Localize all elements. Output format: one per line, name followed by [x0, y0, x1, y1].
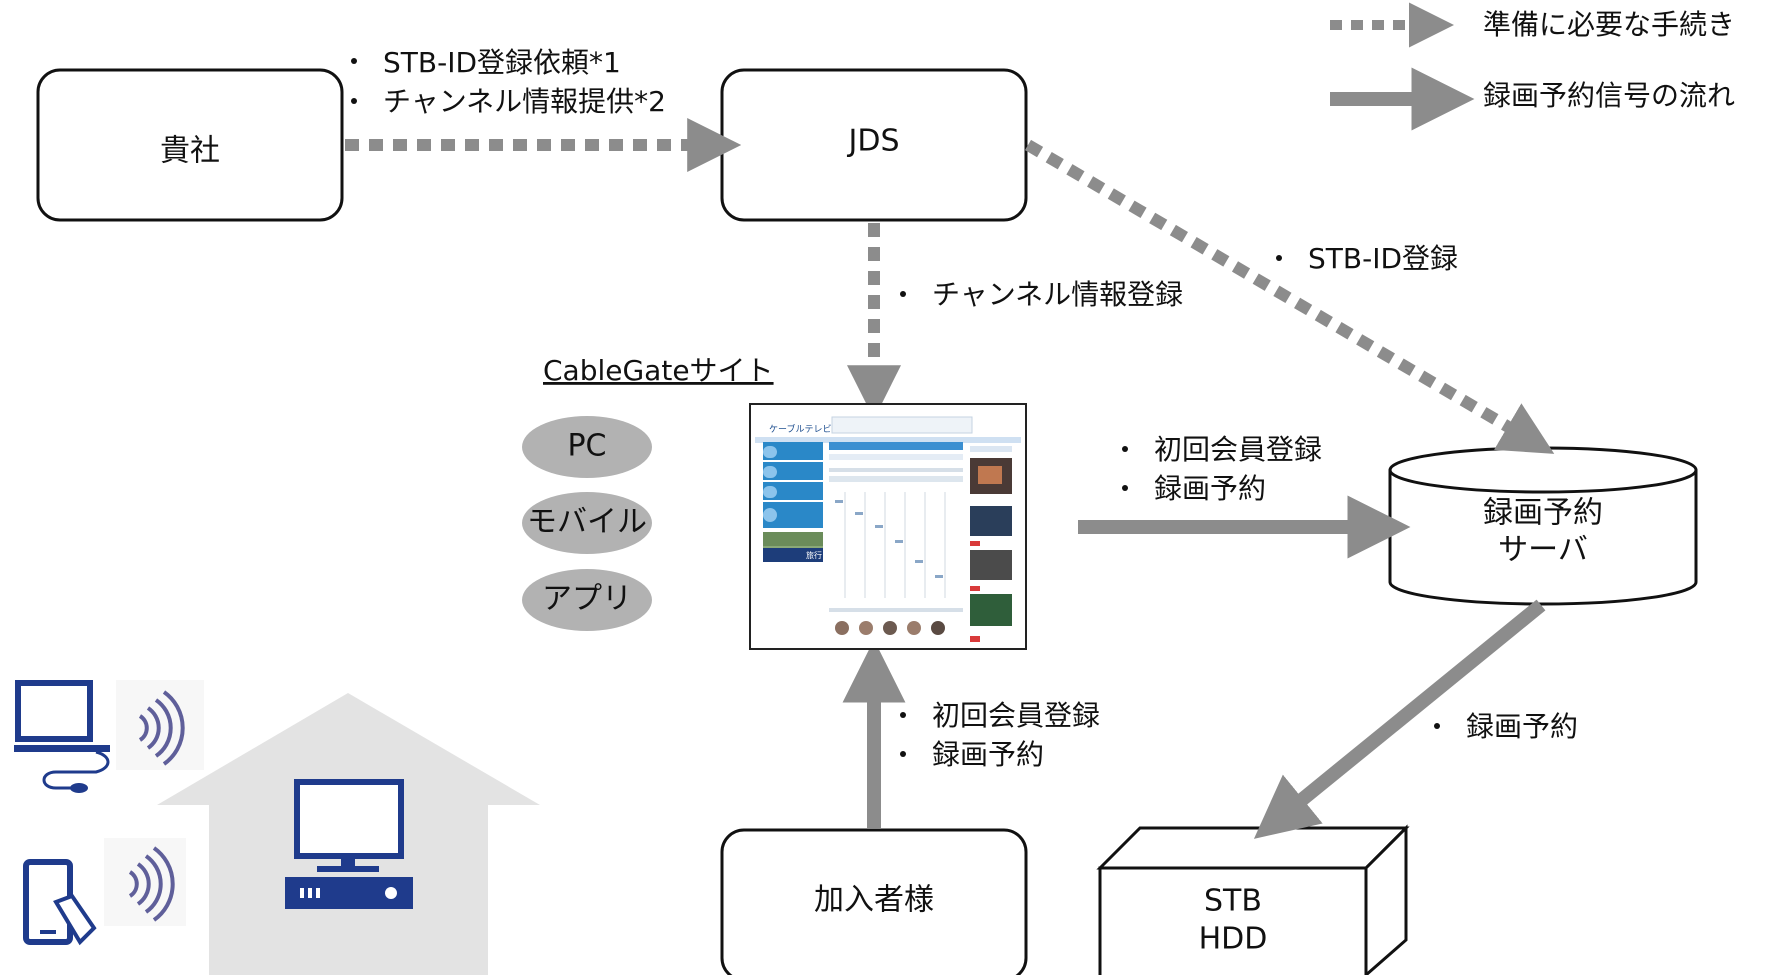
stb-label-line1: STB	[1204, 884, 1262, 919]
label-channel-info-provide: チャンネル情報提供*2	[383, 85, 666, 118]
device-pill-app-label: アプリ	[542, 582, 632, 617]
company-jds-labels: STB-ID登録依頼*1 チャンネル情報提供*2	[351, 46, 666, 118]
server-label-line1: 録画予約	[1483, 496, 1603, 531]
legend-prep-label: 準備に必要な手続き	[1483, 8, 1735, 41]
subscriber-label: 加入者様	[814, 883, 934, 918]
screenshot-logo-text: ケーブルテレビ	[769, 423, 831, 435]
home-illustration	[14, 680, 540, 975]
jds-label: JDS	[847, 124, 900, 159]
label-sub-reservation: 録画予約	[932, 738, 1044, 771]
monitor-icon	[14, 680, 110, 793]
subscriber-site-labels: 初回会員登録 録画予約	[900, 699, 1100, 771]
site-server-labels: 初回会員登録 録画予約	[1122, 433, 1322, 505]
subscriber-node: 加入者様	[720, 828, 1028, 975]
company-label: 貴社	[160, 134, 220, 169]
label-site-first-member: 初回会員登録	[1154, 433, 1322, 466]
jds-node: JDS	[720, 68, 1028, 222]
device-pill-pc: PC	[522, 416, 652, 478]
legend: 準備に必要な手続き 録画予約信号の流れ	[1330, 2, 1735, 131]
jds-server-label: STB-ID登録	[1276, 242, 1458, 275]
label-stb-id-register: STB-ID登録	[1308, 242, 1458, 275]
label-channel-info-register: チャンネル情報登録	[932, 278, 1183, 311]
site-title: CableGateサイト	[543, 354, 774, 387]
company-node: 貴社	[36, 68, 344, 222]
device-pill-app: アプリ	[522, 569, 652, 631]
wifi-signal-icon	[116, 680, 204, 770]
stb-label-line2: HDD	[1199, 922, 1268, 957]
screenshot-banner-text: 旅行	[806, 550, 822, 560]
recording-server-node: 録画予約 サーバ	[1388, 446, 1698, 606]
server-stb-label: 録画予約	[1434, 710, 1578, 743]
device-pill-pc-label: PC	[567, 429, 606, 464]
label-sub-first-member: 初回会員登録	[932, 699, 1100, 732]
site-screenshot: ケーブルテレビ 旅行	[749, 403, 1027, 650]
legend-flow-label: 録画予約信号の流れ	[1483, 79, 1735, 112]
device-pill-mobile: モバイル	[522, 492, 652, 554]
label-site-reservation: 録画予約	[1154, 472, 1266, 505]
stb-node: STB HDD	[1096, 824, 1410, 975]
arrow-server-to-stb	[1253, 599, 1546, 839]
label-stb-id-request: STB-ID登録依頼*1	[383, 46, 621, 79]
desktop-pc-icon	[285, 779, 413, 909]
label-server-reservation: 録画予約	[1466, 710, 1578, 743]
wifi-signal-icon-2	[104, 838, 186, 926]
tablet-icon	[23, 859, 97, 946]
jds-site-label: チャンネル情報登録	[900, 278, 1183, 311]
device-pill-mobile-label: モバイル	[527, 505, 647, 540]
server-label-line2: サーバ	[1498, 533, 1588, 568]
